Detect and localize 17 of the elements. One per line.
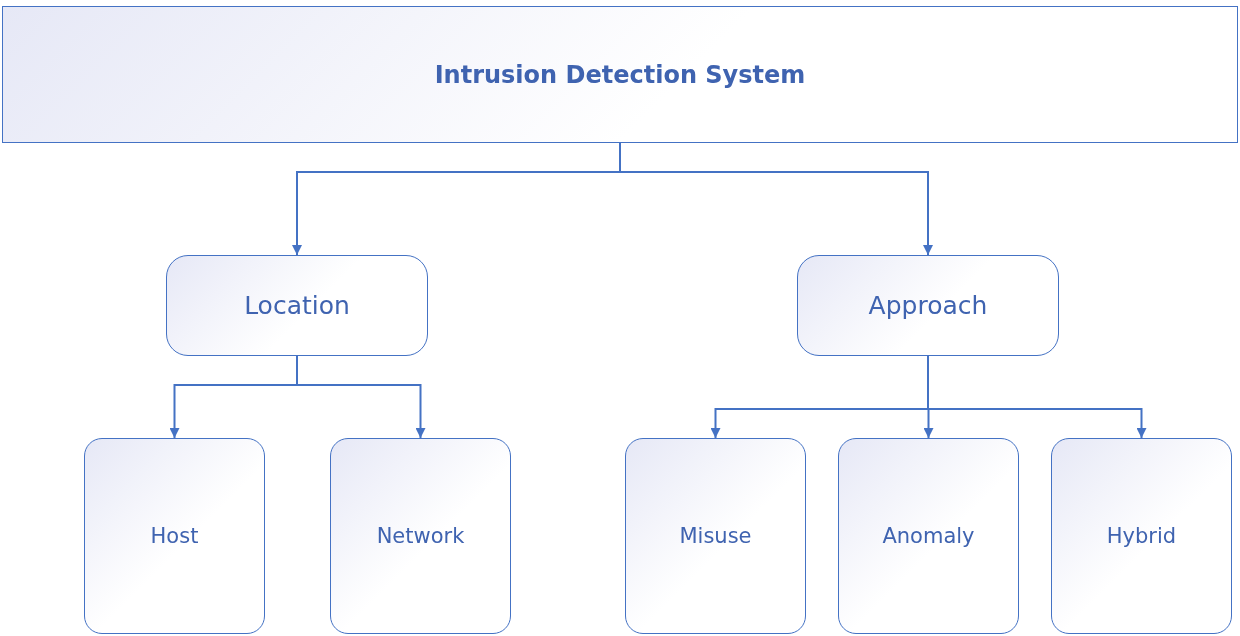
node-label: Location	[244, 291, 350, 320]
category-box	[797, 255, 1059, 356]
title-box	[2, 6, 1238, 143]
node-label: Host	[150, 524, 199, 548]
node-label: Approach	[868, 291, 988, 320]
leaf-box	[84, 438, 265, 634]
node-label: Intrusion Detection System	[434, 60, 806, 89]
node-label: Misuse	[679, 524, 752, 548]
arrow	[927, 355, 1147, 439]
node-label: Anomaly	[882, 524, 975, 548]
leaf-box	[330, 438, 511, 634]
node-label: Network	[376, 524, 465, 548]
category-box	[166, 255, 428, 356]
leaf-box	[1051, 438, 1232, 634]
leaf-box	[838, 438, 1019, 634]
leaf-box	[625, 438, 806, 634]
node-label: Hybrid	[1106, 524, 1177, 548]
